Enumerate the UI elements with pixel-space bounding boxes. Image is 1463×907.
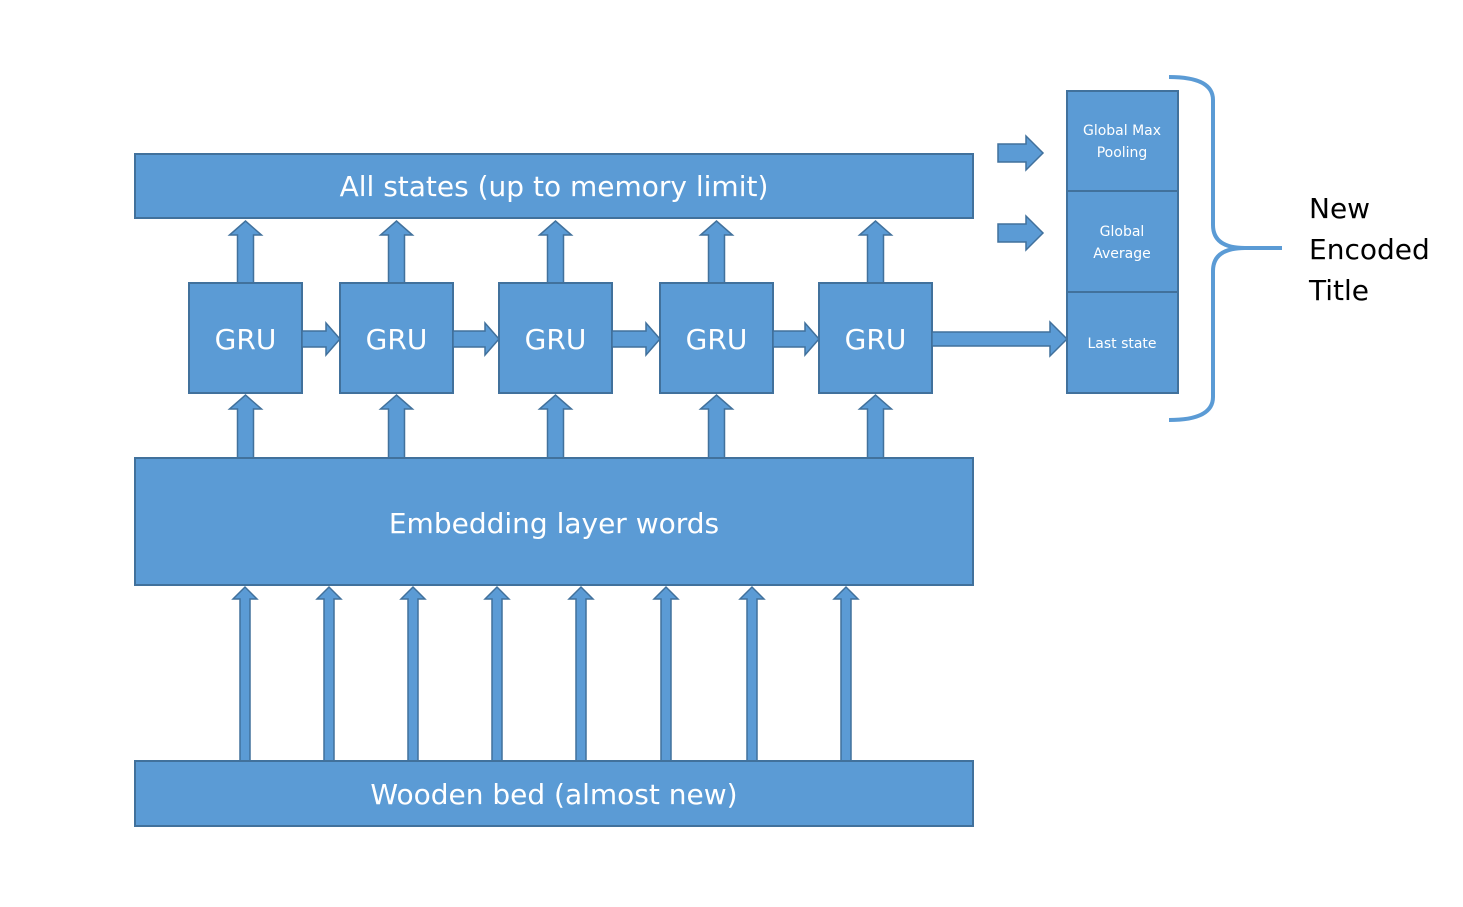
gru-cell-label: GRU bbox=[525, 323, 587, 356]
gru-to-gru-arrow bbox=[772, 321, 820, 357]
global-average-label-2: Average bbox=[1093, 246, 1151, 262]
all-states-label: All states (up to memory limit) bbox=[340, 170, 769, 203]
gru-to-states-arrow bbox=[378, 220, 415, 284]
gru-cell-label: GRU bbox=[366, 323, 428, 356]
embedding-label: Embedding layer words bbox=[389, 507, 719, 540]
embedding-box bbox=[134, 457, 974, 586]
gru-cell bbox=[188, 282, 303, 394]
gru-to-gru-arrow bbox=[452, 321, 500, 357]
embedding-to-gru-arrow bbox=[857, 394, 894, 459]
gru-cell-label: GRU bbox=[686, 323, 748, 356]
last-state-label: Last state bbox=[1087, 336, 1156, 352]
grouping-brace bbox=[1168, 75, 1282, 422]
word-input-arrow bbox=[567, 585, 595, 762]
gru-cells: GRU GRU GRU GRU GRU bbox=[188, 282, 933, 394]
gru-to-states-arrows bbox=[227, 220, 894, 284]
word-input-arrow bbox=[832, 585, 860, 762]
gru-to-gru-arrows bbox=[301, 321, 820, 357]
embedding-to-gru-arrow bbox=[227, 394, 264, 459]
input-label: Wooden bed (almost new) bbox=[370, 778, 737, 811]
global-max-pooling-label-2: Pooling bbox=[1097, 145, 1148, 161]
word-input-arrow bbox=[738, 585, 766, 762]
input-box bbox=[134, 760, 974, 827]
gru-to-states-arrow bbox=[537, 220, 574, 284]
gru-to-gru-arrow bbox=[611, 321, 661, 357]
to-average-arrow bbox=[997, 214, 1045, 252]
global-average-label-1: Global bbox=[1100, 224, 1145, 240]
input-to-embedding-arrows bbox=[231, 585, 860, 762]
all-states-box bbox=[134, 153, 974, 219]
word-input-arrow bbox=[231, 585, 259, 762]
gru-cell-label: GRU bbox=[215, 323, 277, 356]
word-input-arrow bbox=[483, 585, 511, 762]
global-max-pooling-box bbox=[1066, 90, 1179, 192]
gru-to-states-arrow bbox=[698, 220, 735, 284]
gru-to-states-arrow bbox=[857, 220, 894, 284]
result-label-line-1: New bbox=[1309, 192, 1370, 225]
global-max-pooling-label-1: Global Max bbox=[1083, 123, 1161, 139]
gru-cell bbox=[659, 282, 774, 394]
word-input-arrow bbox=[399, 585, 427, 762]
embedding-to-gru-arrow bbox=[537, 394, 574, 459]
embedding-to-gru-arrow bbox=[698, 394, 735, 459]
result-label-line-3: Title bbox=[1308, 274, 1369, 307]
word-input-arrow bbox=[315, 585, 343, 762]
global-average-box bbox=[1066, 190, 1179, 293]
word-input-arrow bbox=[652, 585, 680, 762]
gru-cell-label: GRU bbox=[845, 323, 907, 356]
gru-to-gru-arrow bbox=[301, 321, 341, 357]
result-label-line-2: Encoded bbox=[1309, 233, 1430, 266]
gru-cell bbox=[339, 282, 454, 394]
to-last-state-arrow bbox=[931, 320, 1069, 358]
last-state-box bbox=[1066, 291, 1179, 394]
gru-to-states-arrow bbox=[227, 220, 264, 284]
embedding-to-gru-arrows bbox=[227, 394, 894, 459]
embedding-to-gru-arrow bbox=[378, 394, 415, 459]
to-max-pool-arrow bbox=[997, 134, 1045, 172]
